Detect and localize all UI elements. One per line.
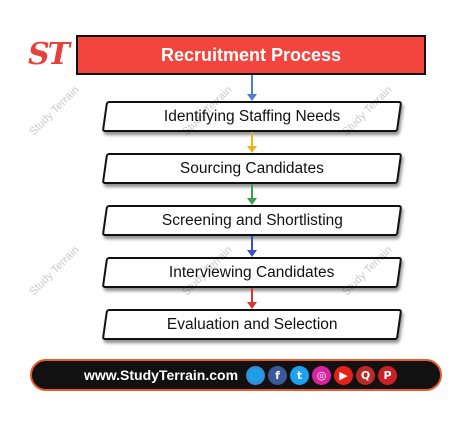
connector-arrow (247, 288, 257, 309)
step-label-2: Sourcing Candidates (180, 159, 324, 177)
step-box-5: Evaluation and Selection (101, 309, 403, 340)
studyterrain-logo: ST (28, 37, 70, 72)
globe-icon[interactable]: 🌐 (246, 365, 266, 385)
diagram-title: Recruitment Process (160, 44, 342, 65)
watermark: Study Terrain (27, 83, 82, 139)
connector-arrow (247, 75, 257, 101)
quora-icon[interactable]: Q (356, 365, 376, 385)
connector-arrow (247, 184, 257, 205)
instagram-icon[interactable]: ◎ (312, 365, 332, 385)
step-label-3: Screening and Shortlisting (161, 211, 343, 229)
facebook-icon[interactable]: f (268, 365, 288, 385)
watermark: Study Terrain (27, 243, 82, 299)
twitter-icon[interactable]: t (290, 365, 310, 385)
step-box-3: Screening and Shortlisting (101, 205, 403, 236)
step-label-5: Evaluation and Selection (166, 315, 338, 333)
connector-arrow (247, 236, 257, 257)
title-banner: Recruitment Process (76, 35, 426, 75)
pinterest-icon[interactable]: P (378, 365, 398, 385)
website-link[interactable]: www.StudyTerrain.com (84, 367, 239, 383)
youtube-icon[interactable]: ▶ (334, 365, 354, 385)
step-box-2: Sourcing Candidates (101, 153, 403, 184)
connector-arrow (247, 132, 257, 153)
